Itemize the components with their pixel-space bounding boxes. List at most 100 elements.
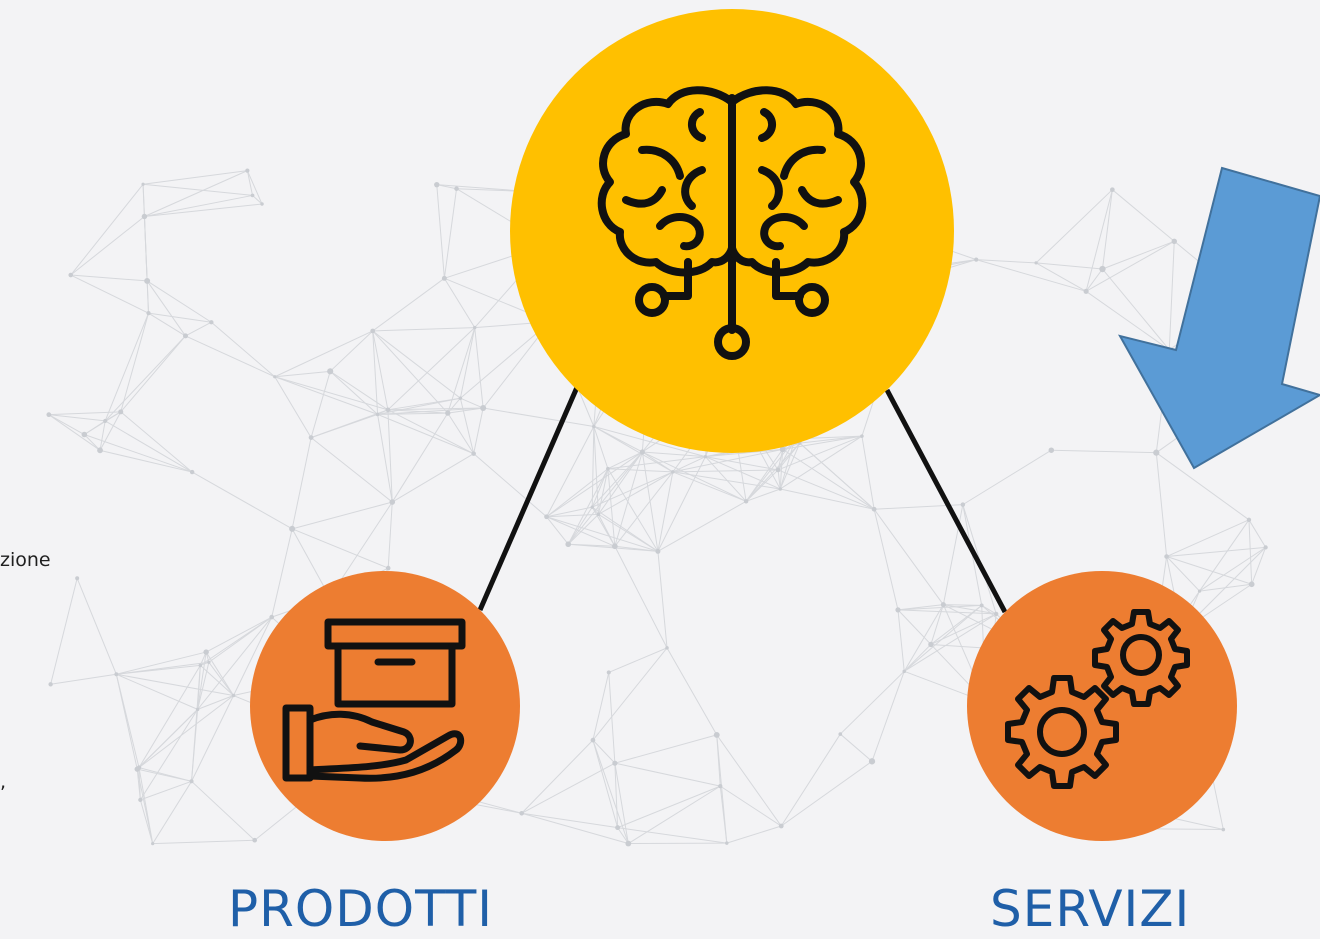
services-label: SERVIZI <box>990 880 1191 938</box>
network-edge <box>459 398 475 454</box>
network-edge <box>191 695 234 782</box>
network-node <box>902 669 906 674</box>
network-node <box>625 840 632 847</box>
network-node <box>207 660 211 664</box>
network-edge <box>592 471 674 508</box>
network-edge <box>617 785 721 829</box>
network-edge <box>372 330 389 410</box>
network-node <box>743 499 749 504</box>
network-node <box>860 434 864 438</box>
network-edge <box>726 825 782 844</box>
network-node <box>596 512 601 517</box>
network-node <box>370 328 376 334</box>
network-edge <box>1248 519 1253 585</box>
network-edge <box>593 426 609 469</box>
network-edge <box>252 195 263 205</box>
network-edge <box>84 420 106 435</box>
network-edge <box>372 277 445 332</box>
network-edge <box>777 469 781 490</box>
network-edge <box>591 468 609 508</box>
network-edge <box>310 409 389 439</box>
network-node <box>146 311 151 316</box>
network-edge <box>642 451 706 458</box>
network-edge <box>568 543 615 547</box>
network-node <box>252 837 258 843</box>
network-edge <box>607 468 673 473</box>
network-node <box>703 454 708 459</box>
network-edge <box>607 468 659 552</box>
network-edge <box>794 438 875 510</box>
network-edge <box>657 500 747 552</box>
network-edge <box>144 203 263 217</box>
network-edge <box>546 513 599 518</box>
network-edge <box>607 468 616 547</box>
network-edge <box>197 616 273 710</box>
network-node <box>269 614 275 620</box>
network-edge <box>614 762 721 787</box>
network-edge <box>1102 268 1170 351</box>
network-edge <box>271 528 293 618</box>
products-node <box>250 571 520 841</box>
network-edge <box>546 468 609 518</box>
network-edge <box>274 376 378 415</box>
network-node <box>655 548 661 554</box>
network-edge <box>1166 556 1200 592</box>
network-edge <box>1168 241 1175 350</box>
network-edge <box>447 327 476 414</box>
network-edge <box>614 734 717 764</box>
network-edge <box>897 609 905 672</box>
network-edge <box>782 448 875 510</box>
network-node <box>994 611 999 617</box>
network-edge <box>1199 546 1266 592</box>
network-edge <box>191 665 201 782</box>
network-edge <box>657 456 706 552</box>
network-edge <box>1199 583 1252 592</box>
network-edge <box>592 647 668 741</box>
network-node <box>895 607 901 613</box>
network-edge <box>447 397 461 414</box>
center-node <box>510 9 954 453</box>
network-edge <box>642 451 747 502</box>
network-edge <box>329 370 389 411</box>
network-edge <box>148 312 212 323</box>
network-node <box>960 502 966 507</box>
network-edge <box>897 604 982 611</box>
network-node <box>458 396 463 400</box>
network-edge <box>104 312 149 422</box>
network-edge <box>391 412 449 503</box>
network-edge <box>546 506 593 518</box>
network-edge <box>116 673 198 710</box>
network-edge <box>99 420 106 451</box>
network-node <box>195 707 200 712</box>
network-edge <box>962 449 1052 506</box>
network-edge <box>197 651 207 710</box>
network-edge <box>197 695 234 710</box>
network-edge <box>372 330 461 399</box>
network-edge <box>137 768 192 782</box>
network-edge <box>861 436 875 510</box>
network-node <box>385 565 391 571</box>
network-node <box>519 810 525 816</box>
network-node <box>639 449 645 455</box>
network-edge <box>70 274 148 282</box>
network-node <box>203 649 209 655</box>
network-edge <box>628 785 721 844</box>
network-edge <box>592 672 610 741</box>
network-edge <box>745 449 784 502</box>
network-node <box>779 446 786 453</box>
network-node <box>775 467 781 473</box>
network-edge <box>1155 452 1168 557</box>
network-edge <box>274 376 389 411</box>
network-edge <box>104 420 193 473</box>
network-edge <box>780 760 873 827</box>
network-edge <box>274 370 331 378</box>
network-edge <box>592 739 619 828</box>
network-edge <box>593 426 599 515</box>
network-edge <box>116 673 234 697</box>
network-edge <box>943 604 982 606</box>
network-edge <box>546 516 616 547</box>
network-edge <box>138 695 234 769</box>
network-edge <box>1036 262 1103 270</box>
network-node <box>308 435 314 441</box>
